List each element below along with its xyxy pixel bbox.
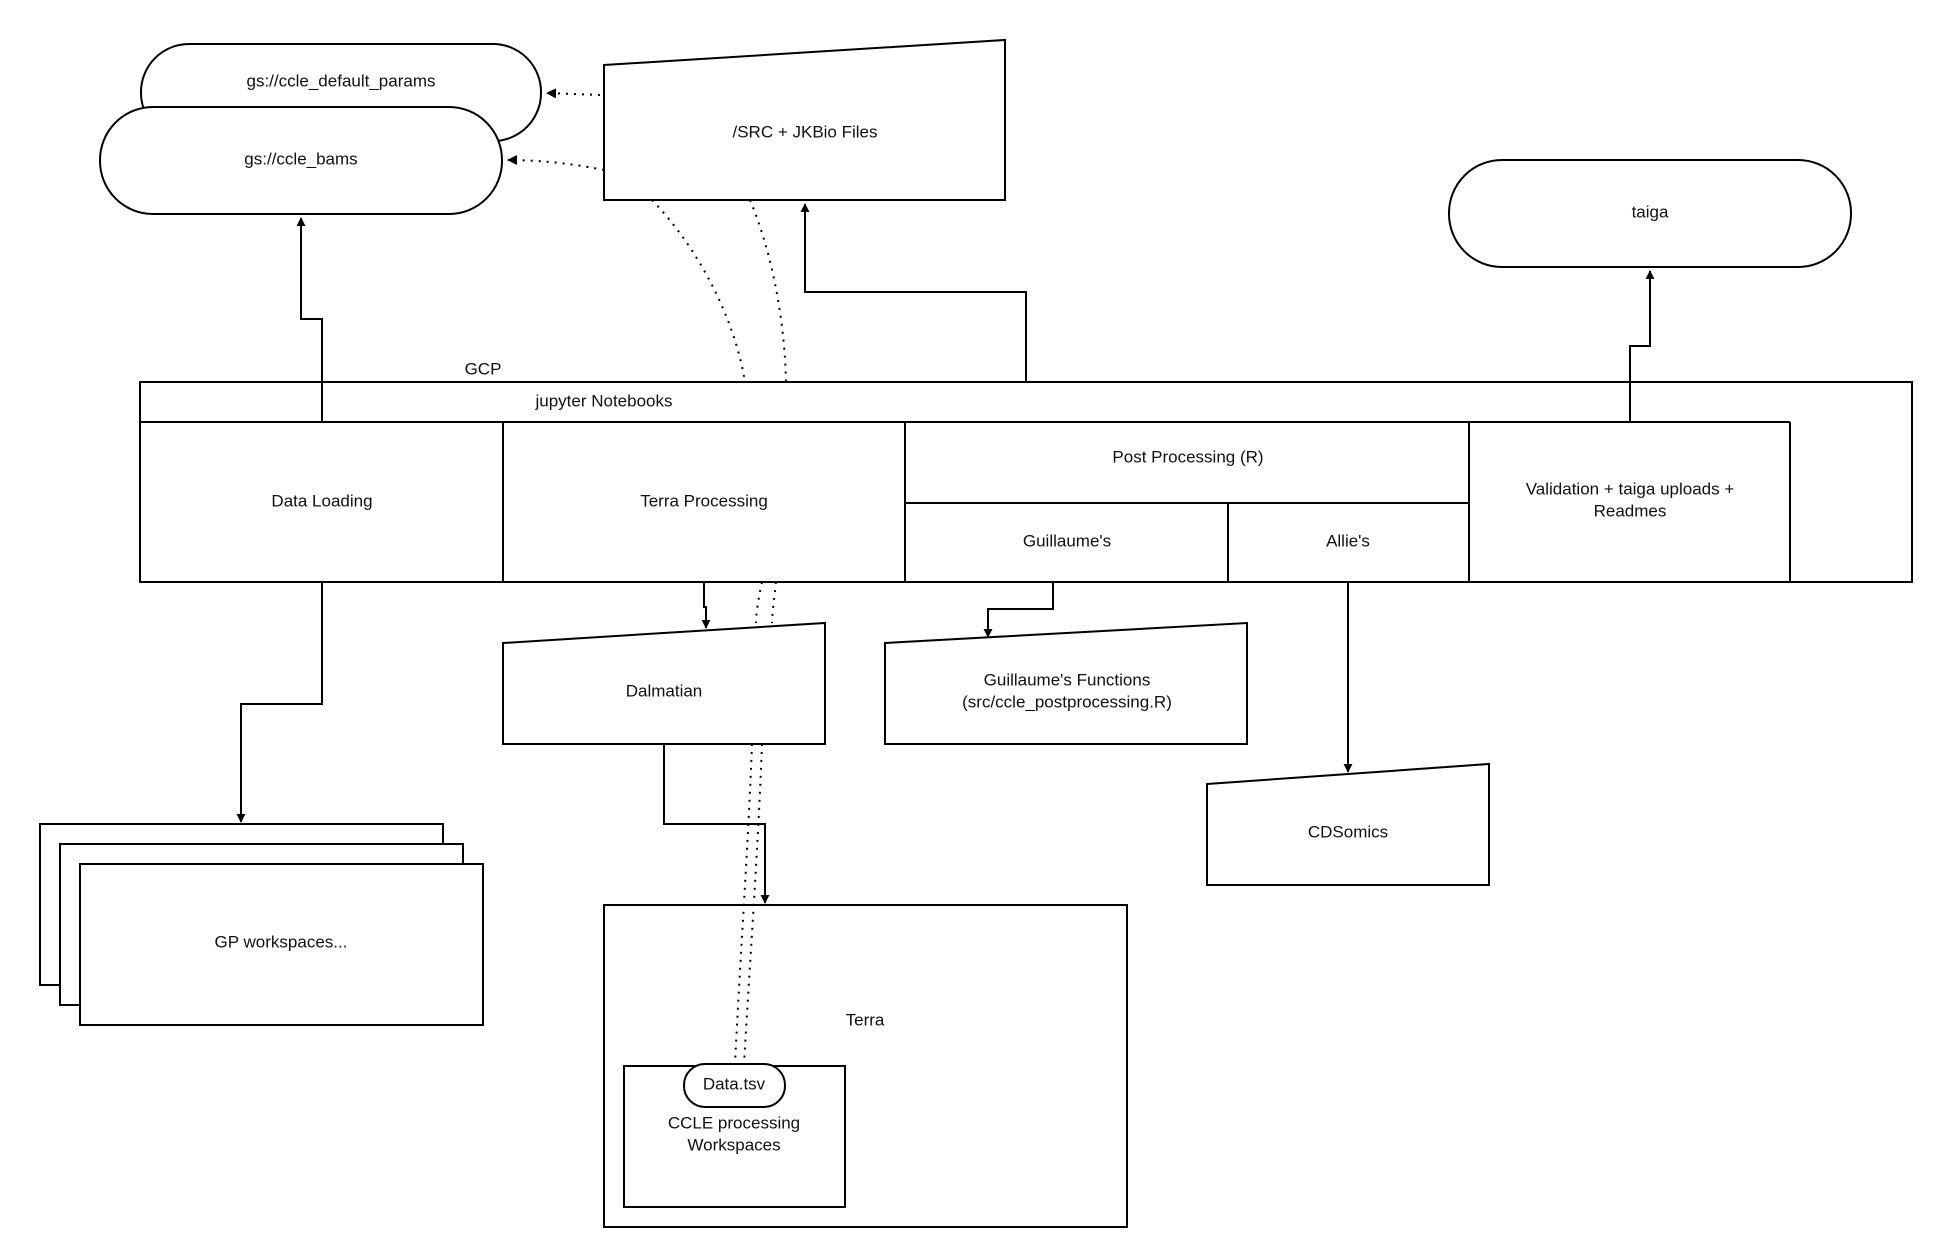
validation-label-line1: Validation + taiga uploads + — [1526, 479, 1735, 498]
taiga-storage — [1448, 159, 1852, 268]
arrow-terraprocessing-to-dalmatian — [701, 582, 711, 629]
allie-label: Allie's — [1326, 531, 1370, 550]
cdsomics-shape — [1206, 762, 1490, 886]
arrow-gcp-to-src — [800, 203, 1027, 382]
ccle-workspaces-label-line1: CCLE processing — [668, 1113, 800, 1132]
src-files-label: /SRC + JKBio Files — [732, 122, 877, 141]
gp-workspace-stack-front — [79, 863, 484, 1026]
guillaume-label: Guillaume's — [1023, 531, 1111, 550]
dotted-src-left — [651, 199, 746, 383]
ccle-bams-storage — [99, 106, 503, 215]
gcp-label: GCP — [465, 359, 502, 378]
dotted-src-to-bams — [507, 155, 605, 171]
dotted-mid-right — [771, 581, 777, 624]
validation-label-line2: Readmes — [1594, 501, 1667, 520]
arrow-guillaume-to-functions — [983, 582, 1054, 638]
dalmatian-shape — [502, 621, 826, 745]
guillaume-functions-label-line2: (src/ccle_postprocessing.R) — [962, 692, 1172, 711]
terra-processing-label: Terra Processing — [640, 491, 768, 510]
arrow-dataloading-to-bams — [296, 217, 323, 422]
dotted-src-to-default-params — [546, 88, 601, 99]
dotted-src-right — [749, 199, 787, 383]
guillaume-functions-shape — [884, 621, 1248, 745]
dalmatian-label: Dalmatian — [626, 681, 703, 700]
guillaume-functions-label-line1: Guillaume's Functions — [984, 670, 1151, 689]
post-processing-label: Post Processing (R) — [1112, 447, 1263, 466]
dotted-to-datatsv-right — [743, 743, 763, 1065]
data-tsv-label: Data.tsv — [703, 1074, 766, 1093]
src-files-shape — [603, 38, 1006, 201]
ccle-workspaces-label-line2: Workspaces — [687, 1135, 780, 1154]
ccle-bams-label: gs://ccle_bams — [244, 149, 357, 168]
dotted-mid-left — [755, 581, 763, 624]
terra-label: Terra — [846, 1010, 885, 1029]
jupyter-notebooks-label: jupyter Notebooks — [534, 391, 672, 410]
gcp-container — [139, 381, 1913, 583]
arrow-dataloading-to-gp — [236, 582, 323, 823]
cdsomics-label: CDSomics — [1308, 822, 1388, 841]
gp-workspaces-label: GP workspaces... — [215, 932, 348, 951]
data-tsv-storage — [683, 1063, 786, 1108]
data-loading-label: Data Loading — [271, 491, 372, 510]
arrow-dalmatian-to-terra — [663, 744, 770, 904]
ccle-default-params-label: gs://ccle_default_params — [247, 71, 436, 90]
arrow-validation-to-taiga — [1629, 270, 1655, 422]
dotted-to-datatsv-left — [734, 743, 753, 1065]
taiga-label: taiga — [1632, 202, 1669, 221]
